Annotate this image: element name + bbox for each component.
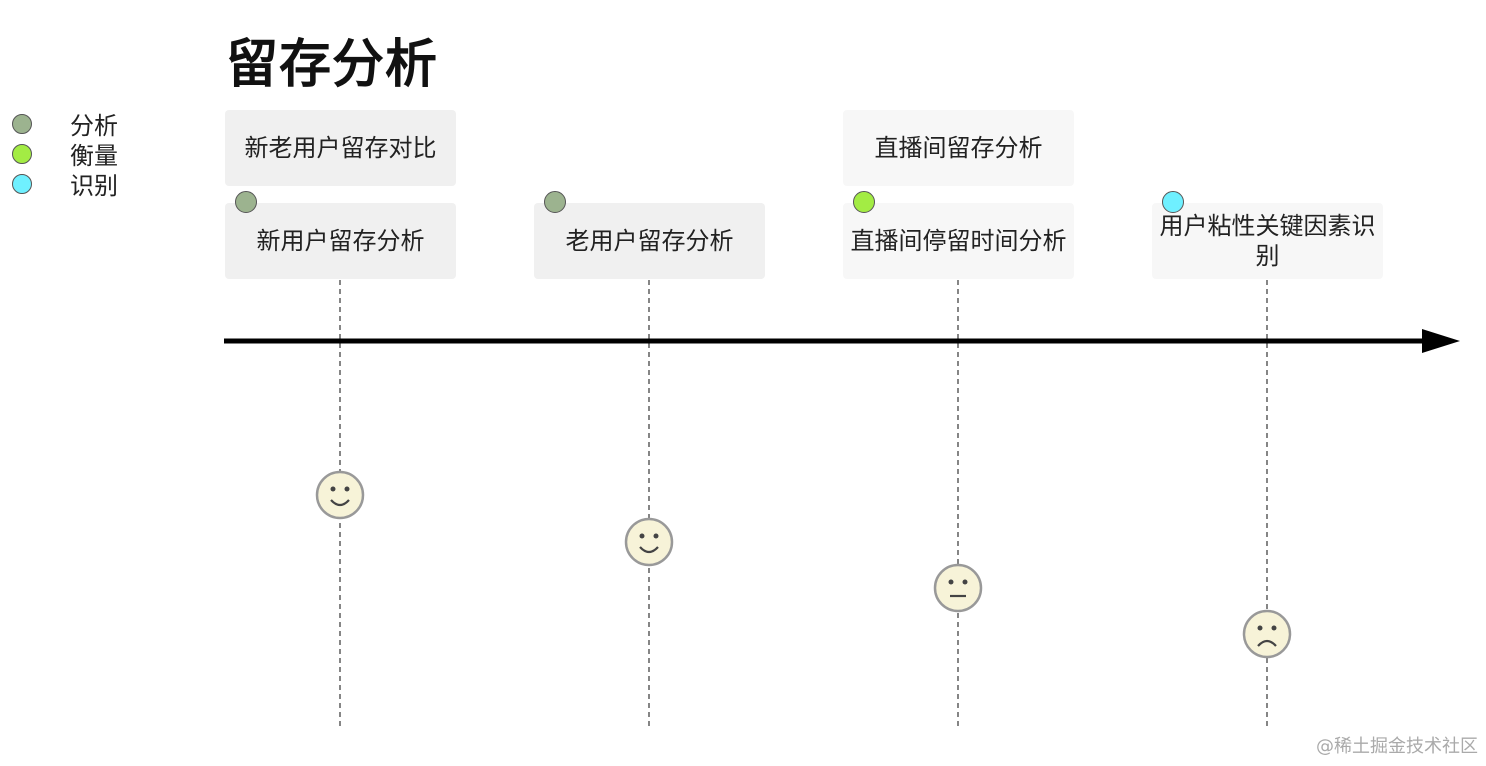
smiley-happy-icon [624,517,674,567]
axis-arrowhead-icon [1422,329,1460,353]
item-label: 直播间停留时间分析 [850,227,1067,255]
legend-label: 识别 [70,172,118,200]
live-room-header-label: 直播间留存分析 [874,134,1043,162]
legend-dot-icon [12,174,32,194]
item-label: 新用户留存分析 [256,227,425,255]
category-marker-icon [544,191,566,213]
live-room-header-box: 直播间留存分析 [843,110,1074,186]
category-marker-icon [1162,191,1184,213]
smiley-sad-icon [1242,609,1292,659]
watermark: @稀土掘金技术社区 [1316,736,1478,757]
page-title: 留存分析 [226,35,439,95]
smiley-neutral-icon [933,563,983,613]
compare-header-box: 新老用户留存对比 [225,110,456,186]
item-label: 老用户留存分析 [565,227,734,255]
item-box: 老用户留存分析 [534,203,765,279]
item-box: 新用户留存分析 [225,203,456,279]
legend-dot-icon [12,144,32,164]
compare-header-label: 新老用户留存对比 [244,134,437,162]
item-label: 用户粘性关键因素识别 [1159,212,1376,270]
legend-dot-icon [12,114,32,134]
legend-label: 衡量 [70,142,118,170]
smiley-happy-icon [315,470,365,520]
item-box: 直播间停留时间分析 [843,203,1074,279]
legend-label: 分析 [70,112,118,140]
category-marker-icon [853,191,875,213]
category-marker-icon [235,191,257,213]
item-box: 用户粘性关键因素识别 [1152,203,1383,279]
